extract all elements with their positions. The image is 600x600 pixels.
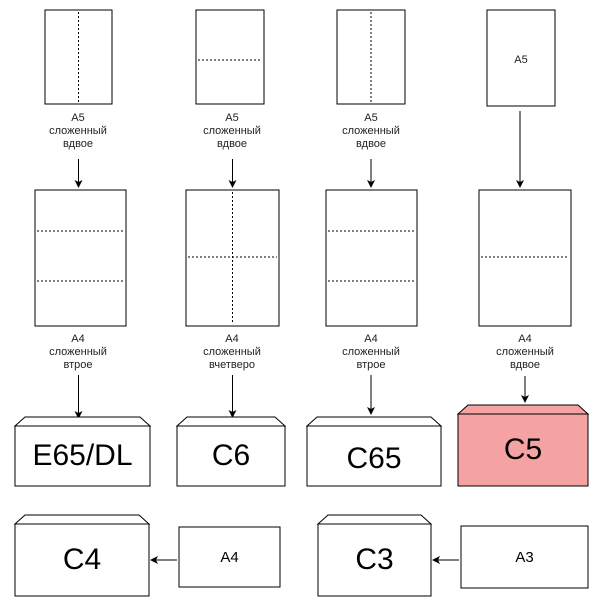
a5-sheet	[486, 9, 556, 107]
envelope	[317, 523, 432, 597]
column-2	[175, 9, 287, 487]
sheet-label: A4	[220, 549, 239, 566]
caption-line: сложенный	[49, 125, 107, 137]
caption-line: вдвое	[509, 359, 541, 371]
envelope	[176, 425, 286, 487]
sheet-label: A3	[515, 549, 534, 566]
caption-line: сложенный	[342, 346, 400, 358]
caption-line: A4	[225, 333, 239, 345]
caption-step2: A4 сложенный втрое	[28, 333, 128, 372]
envelope	[14, 425, 151, 487]
envelope-flap	[316, 514, 433, 525]
a3-sheet	[460, 525, 589, 589]
envelope-flap	[13, 514, 151, 525]
caption-line: сложенный	[496, 346, 554, 358]
envelope-label: C3	[355, 543, 394, 576]
a4-sheet	[178, 526, 281, 588]
column-1	[13, 9, 152, 487]
a4-sheet	[478, 189, 572, 327]
a4-sheet	[34, 189, 127, 327]
envelope-flap	[305, 416, 443, 427]
envelope-label: E65/DL	[32, 439, 133, 472]
caption-line: A4	[518, 333, 532, 345]
caption-step2: A4 сложенный вдвое	[475, 333, 575, 372]
caption-line: A5	[225, 112, 239, 124]
bottom-row	[13, 514, 589, 597]
caption-step1: A5 сложенный вдвое	[28, 112, 128, 151]
column-3	[305, 9, 443, 487]
envelope-label: C4	[62, 543, 102, 576]
caption-line: сложенный	[203, 125, 261, 137]
caption-line: сложенный	[342, 125, 400, 137]
caption-line: A4	[364, 333, 378, 345]
caption-line: вдвое	[216, 138, 248, 150]
caption-step1: A5 сложенный вдвое	[182, 112, 282, 151]
a4-sheet	[325, 189, 418, 327]
caption-step2: A4 сложенный вчетверо	[182, 333, 282, 372]
envelope-flap	[13, 416, 152, 427]
sheet-label: A5	[514, 54, 528, 66]
column-4	[456, 9, 590, 487]
caption-line: A4	[71, 333, 85, 345]
caption-line: вдвое	[355, 138, 387, 150]
caption-line: втрое	[356, 359, 386, 371]
envelope-label: C5	[503, 433, 543, 466]
caption-line: A5	[364, 112, 378, 124]
envelope-flap	[456, 404, 590, 415]
caption-line: A5	[71, 112, 85, 124]
envelope-label: C65	[346, 442, 402, 475]
a5-sheet	[195, 9, 265, 105]
envelope-highlighted	[457, 413, 589, 487]
envelope	[14, 523, 150, 597]
caption-line: вчетверо	[209, 359, 255, 371]
caption-line: сложенный	[203, 346, 261, 358]
envelope-flap	[175, 416, 287, 427]
caption-line: втрое	[63, 359, 93, 371]
envelope	[306, 425, 442, 487]
envelope-label: C6	[211, 439, 251, 472]
caption-step2: A4 сложенный втрое	[321, 333, 421, 372]
caption-line: вдвое	[62, 138, 94, 150]
caption-line: сложенный	[49, 346, 107, 358]
caption-step1: A5 сложенный вдвое	[321, 112, 421, 151]
